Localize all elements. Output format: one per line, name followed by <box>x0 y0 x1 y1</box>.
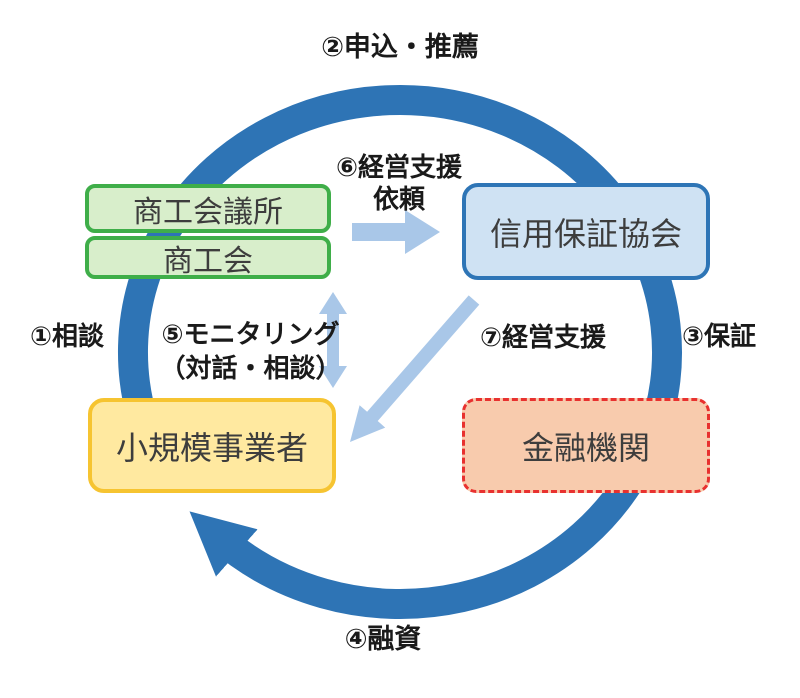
flow-label-step5-line2: （対話・相談） <box>159 353 342 383</box>
flow-label-step6-line1: ⑥経営支援 <box>335 152 462 182</box>
node-chamber-of-commerce-label: 商工会議所 <box>133 195 283 229</box>
flow-label-step5-line1: ⑤モニタリング <box>161 319 340 349</box>
node-financial-institution-label: 金融機関 <box>521 429 650 466</box>
flow-label-step3-guarantee: ③保証 <box>682 321 757 351</box>
monitoring-double-arrow <box>319 292 347 388</box>
flow-label-step7-management-support: ⑦経営支援 <box>480 322 607 352</box>
node-financial-institution: 金融機関 <box>462 398 710 493</box>
node-chamber-of-commerce: 商工会議所 <box>85 184 331 233</box>
flow-label-step2-application-recommendation: ②申込・推薦 <box>321 32 479 62</box>
node-commerce-association: 商工会 <box>85 236 331 279</box>
node-small-business-operator-label: 小規模事業者 <box>115 429 308 466</box>
node-small-business-operator: 小規模事業者 <box>88 398 336 493</box>
node-credit-guarantee-association: 信用保証協会 <box>462 183 710 280</box>
flow-label-step6-management-support-request: ⑥経営支援 依頼 <box>300 151 498 215</box>
flow-label-step4-financing: ④融資 <box>344 624 422 654</box>
flow-label-step6-line2: 依頼 <box>372 184 425 214</box>
flow-label-step5-monitoring: ⑤モニタリング （対話・相談） <box>158 317 343 385</box>
flow-label-step1-consultation: ①相談 <box>30 321 105 351</box>
management-support-request-arrow <box>352 210 440 254</box>
node-commerce-association-label: 商工会 <box>163 244 253 278</box>
management-support-diagonal-arrow <box>350 295 480 442</box>
node-credit-guarantee-association-label: 信用保証協会 <box>489 215 682 252</box>
